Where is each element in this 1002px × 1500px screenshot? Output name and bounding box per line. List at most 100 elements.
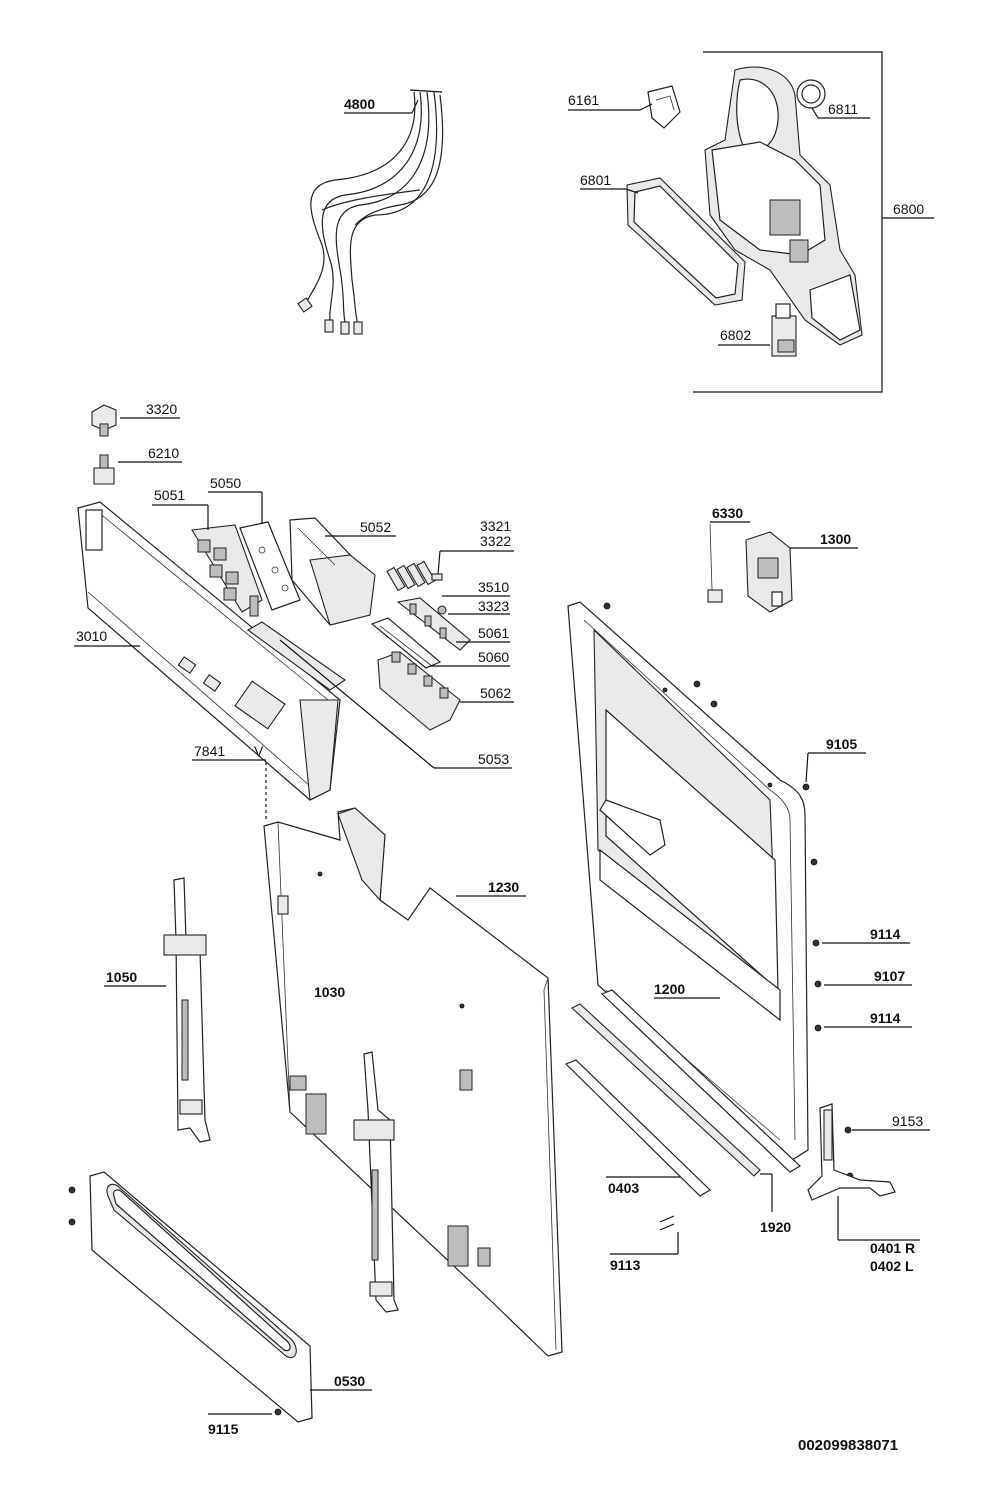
- switch-6210: [93, 454, 115, 485]
- label-5051: 5051: [152, 487, 209, 530]
- label-4800-text: 4800: [344, 96, 375, 112]
- label-6800: 6800: [882, 201, 934, 219]
- screw: [814, 980, 822, 988]
- label-1200-text: 1200: [654, 981, 685, 997]
- label-6210-text: 6210: [148, 445, 179, 461]
- screw: [68, 1186, 76, 1194]
- clip-6161: [647, 85, 681, 129]
- screw: [810, 858, 818, 866]
- push-buttons-3321-3322: [386, 560, 443, 592]
- label-3320: 3320: [120, 401, 180, 419]
- screw: [68, 1218, 76, 1226]
- label-1920: 1920: [760, 1173, 791, 1235]
- label-6802-text: 6802: [720, 327, 751, 343]
- lock-1300: [745, 531, 793, 613]
- inner-door-1200: [567, 601, 809, 1161]
- label-1050-text: 1050: [106, 969, 137, 985]
- label-9114-a: 9114: [822, 926, 910, 944]
- label-0530: 0530: [310, 1373, 372, 1391]
- label-9107: 9107: [824, 968, 912, 986]
- screw: [812, 939, 820, 947]
- label-0402-text: 0402 L: [870, 1258, 914, 1274]
- kickplate-screws: [68, 1186, 282, 1416]
- label-9153: 9153: [852, 1113, 930, 1131]
- label-9114-b: 9114: [824, 1010, 912, 1028]
- button-strip-5051: [191, 524, 263, 613]
- strip-1920: [571, 989, 801, 1177]
- label-5060-text: 5060: [478, 649, 509, 665]
- strip-5060: [370, 617, 442, 669]
- label-9113: 9113: [610, 1232, 679, 1273]
- label-1230-text: 1230: [488, 879, 519, 895]
- circuit-board-5050: [239, 521, 301, 617]
- label-3010-text: 3010: [76, 628, 107, 644]
- label-5061-text: 5061: [478, 625, 509, 641]
- label-5053-text: 5053: [478, 751, 509, 767]
- label-5061: 5061: [456, 625, 510, 643]
- label-9153-text: 9153: [892, 1113, 923, 1129]
- door-screws: [603, 602, 854, 1180]
- dispenser-group-6800: [626, 51, 883, 393]
- label-5060: 5060: [430, 649, 510, 667]
- label-1200: 1200: [654, 981, 720, 999]
- label-1300-text: 1300: [820, 531, 851, 547]
- label-9105: 9105: [805, 736, 866, 783]
- label-3010: 3010: [74, 628, 140, 647]
- label-5050: 5050: [208, 475, 263, 524]
- label-3323: 3323: [448, 598, 510, 615]
- label-6801-text: 6801: [580, 172, 611, 188]
- housing-5052: [289, 517, 376, 626]
- wiring-harness-4800: [297, 89, 444, 335]
- gasket-6801: [626, 177, 746, 306]
- label-9115: 9115: [208, 1413, 272, 1437]
- label-6811: 6811: [811, 101, 870, 119]
- label-6161-text: 6161: [568, 92, 599, 108]
- label-1050: 1050: [104, 969, 166, 987]
- label-3321-text: 3321: [480, 518, 511, 534]
- screw: [274, 1408, 282, 1416]
- kickplate-0530: [89, 1171, 313, 1423]
- label-5052-text: 5052: [360, 519, 391, 535]
- screw: [814, 1024, 822, 1032]
- label-0401-text: 0401 R: [870, 1240, 915, 1256]
- label-3323-text: 3323: [478, 598, 509, 614]
- label-5053: 5053: [279, 639, 512, 769]
- switch-block-5062: [377, 651, 461, 731]
- label-6811-text: 6811: [828, 101, 858, 117]
- document-number: 002099838071: [798, 1437, 898, 1454]
- connector-6330: [707, 523, 723, 603]
- label-3322: 3322: [437, 533, 514, 575]
- label-5052: 5052: [325, 519, 396, 537]
- screw: [693, 680, 701, 688]
- screw: [603, 602, 611, 610]
- label-3320-text: 3320: [146, 401, 177, 417]
- label-6330-text: 6330: [712, 505, 743, 521]
- label-0403-text: 0403: [608, 1180, 639, 1196]
- screw: [710, 700, 718, 708]
- label-6801: 6801: [580, 172, 639, 194]
- label-1030-text: 1030: [314, 984, 345, 1000]
- label-9105-text: 9105: [826, 736, 857, 752]
- label-7841: 7841 V: [192, 743, 267, 822]
- label-5062-text: 5062: [480, 685, 511, 701]
- label-9114-a-text: 9114: [870, 926, 901, 942]
- rail-center: [353, 1051, 399, 1313]
- control-panel-3010: [77, 501, 346, 801]
- label-6800-text: 6800: [893, 201, 924, 217]
- screws-9113: [659, 1215, 675, 1231]
- label-6330: 6330: [710, 505, 750, 523]
- hinge-0401-0402: [807, 1103, 896, 1201]
- label-1230: 1230: [456, 879, 526, 897]
- label-0403: 0403: [606, 1176, 680, 1196]
- strip-0403: [564, 1059, 711, 1197]
- label-1920-text: 1920: [760, 1219, 791, 1235]
- label-7841-v-text: V: [254, 743, 264, 759]
- label-0530-text: 0530: [334, 1373, 365, 1389]
- label-1300: 1300: [790, 531, 858, 549]
- actuator-6802: [771, 303, 797, 357]
- label-7841-text: 7841: [194, 743, 225, 759]
- knob-3320: [91, 404, 117, 437]
- label-5050-text: 5050: [210, 475, 241, 491]
- label-9114-b-text: 9114: [870, 1010, 901, 1026]
